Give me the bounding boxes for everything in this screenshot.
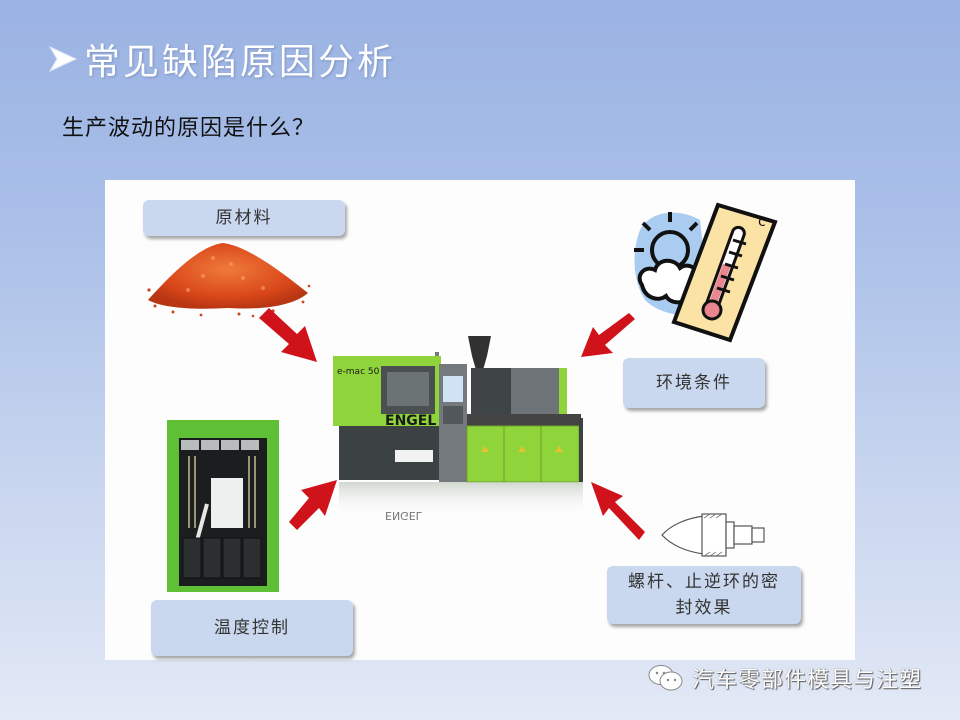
temperature-control-unit-image bbox=[167, 420, 279, 592]
screw-tip-drawing-image bbox=[661, 513, 765, 557]
label-environment: 环境条件 bbox=[623, 358, 765, 408]
plastic-granules-image bbox=[147, 243, 311, 318]
slide-title: 常见缺陷原因分析 bbox=[48, 34, 396, 84]
svg-text:ENGEL: ENGEL bbox=[385, 413, 436, 429]
label-raw-material: 原材料 bbox=[143, 200, 345, 236]
svg-text:ENGEL: ENGEL bbox=[385, 509, 423, 520]
svg-text:c: c bbox=[758, 214, 766, 230]
arrow-raw-material-icon bbox=[259, 308, 317, 362]
svg-text:e-mac 50: e-mac 50 bbox=[337, 367, 380, 377]
label-environment-text: 环境条件 bbox=[656, 373, 732, 393]
slide-title-text: 常见缺陷原因分析 bbox=[84, 42, 397, 83]
wechat-icon bbox=[648, 665, 683, 691]
label-screw-seal-line2: 封效果 bbox=[675, 598, 733, 618]
label-temperature-control: 温度控制 bbox=[151, 600, 353, 656]
arrowhead-bullet-icon bbox=[48, 45, 78, 73]
arrow-temperature-control-icon bbox=[289, 480, 337, 530]
label-screw-seal: 螺杆、止逆环的密 封效果 bbox=[607, 566, 801, 624]
arrow-environment-icon bbox=[581, 313, 635, 357]
label-screw-seal-line1: 螺杆、止逆环的密 bbox=[628, 572, 780, 592]
arrow-screw-seal-icon bbox=[591, 482, 645, 540]
environment-thermometer-image: c bbox=[634, 202, 778, 343]
diagram-panel: 原材料 bbox=[105, 180, 855, 660]
injection-molding-machine-image: e-mac 50 ENGEL ENGEL bbox=[333, 336, 583, 520]
label-temperature-control-text: 温度控制 bbox=[214, 618, 290, 638]
watermark-text: 汽车零部件模具与注塑 bbox=[692, 668, 923, 693]
label-raw-material-text: 原材料 bbox=[215, 208, 273, 228]
wechat-watermark: 汽车零部件模具与注塑 bbox=[648, 662, 922, 694]
slide-question: 生产波动的原因是什么？ bbox=[62, 116, 316, 141]
